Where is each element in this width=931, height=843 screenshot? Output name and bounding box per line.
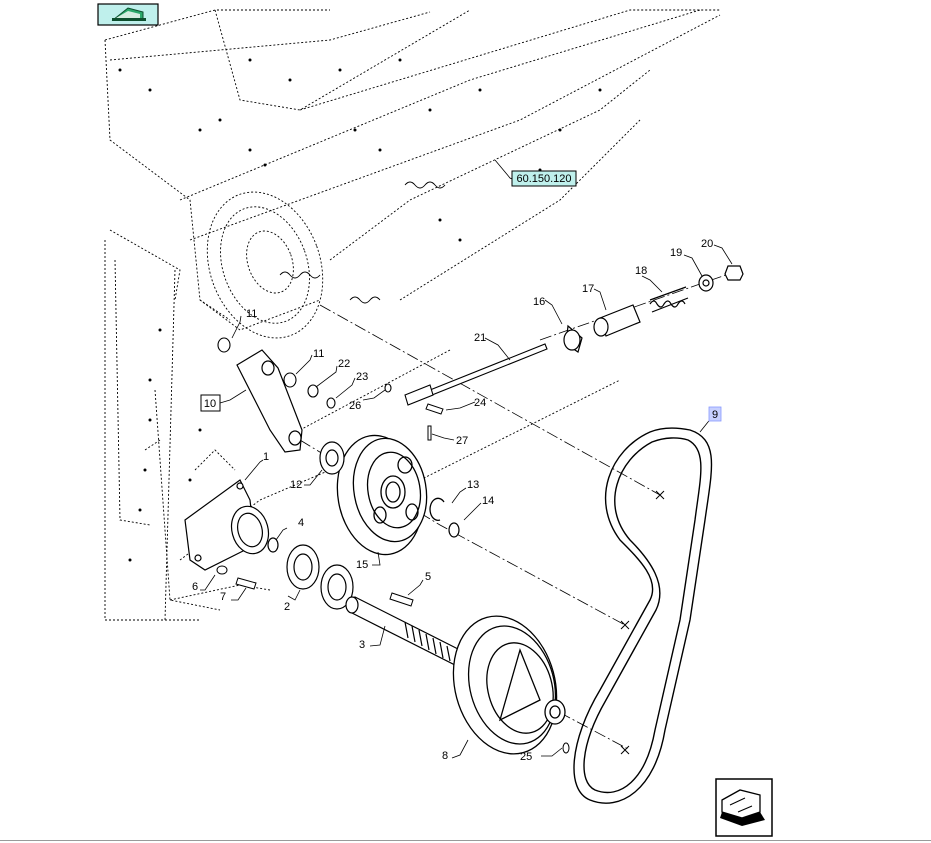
part-label-27: 27 [456, 435, 468, 447]
part-label-23: 23 [356, 371, 368, 383]
part-label-3: 3 [359, 639, 365, 651]
circlip-13 [429, 497, 445, 521]
part-label-22: 22 [338, 358, 350, 370]
bottom-divider [0, 840, 931, 841]
next-page-button[interactable] [715, 778, 773, 837]
pin-25 [562, 742, 570, 754]
washer-14 [448, 522, 460, 538]
bushing-11 [217, 337, 297, 388]
part-label-4: 4 [298, 517, 304, 529]
bolt-6 [216, 565, 228, 575]
reference-10[interactable]: 10 [200, 394, 221, 412]
part-label-25: 25 [520, 751, 532, 763]
part-label-11a: 11 [246, 308, 257, 320]
key-5 [389, 592, 414, 607]
frame-rivets [118, 58, 602, 562]
spring-assembly [563, 265, 744, 353]
part-label-17: 17 [582, 283, 594, 295]
next-page-icon [720, 789, 765, 826]
part-label-2: 2 [284, 601, 290, 613]
part-label-16: 16 [533, 296, 545, 308]
part-label-6: 6 [192, 581, 198, 593]
reference-10-label: 10 [204, 398, 216, 410]
part-label-18: 18 [635, 265, 647, 277]
highlighted-part-9[interactable]: 9 [708, 406, 722, 422]
bearing-12 [319, 441, 345, 475]
pin-7 [235, 577, 257, 590]
part-9-label: 9 [712, 409, 718, 421]
part-label-21: 21 [474, 332, 486, 344]
lower-pulley [452, 615, 566, 755]
part-label-24: 24 [474, 397, 486, 409]
upper-drive-pulley [206, 191, 324, 339]
upper-spring [279, 181, 446, 304]
rod-21 [404, 343, 548, 406]
bearing-pair [286, 544, 354, 610]
pin-24 [425, 403, 444, 415]
part-label-1: 1 [263, 451, 269, 463]
circlip-small [267, 537, 279, 553]
part-label-20: 20 [701, 238, 713, 250]
belt [573, 427, 713, 804]
part-label-15: 15 [356, 559, 368, 571]
part-label-14: 14 [482, 495, 494, 507]
axis-end-marks [620, 490, 665, 755]
part-label-12: 12 [290, 479, 302, 491]
part-label-5: 5 [425, 571, 431, 583]
small-rings [307, 383, 392, 409]
pin-27 [427, 425, 432, 441]
previous-page-button[interactable] [97, 3, 159, 26]
part-label-26: 26 [349, 400, 361, 412]
reference-60150120[interactable]: 60.150.120 [511, 170, 577, 187]
previous-page-icon [111, 7, 146, 21]
part-label-13: 13 [467, 479, 479, 491]
tension-arm [236, 349, 303, 453]
bearing-housing [184, 479, 270, 571]
idler-pulley [336, 434, 428, 556]
part-label-19: 19 [670, 247, 682, 259]
part-label-8: 8 [442, 750, 448, 762]
part-labels: 1 2 3 4 5 6 7 8 11 11 12 13 14 15 16 17 … [192, 238, 713, 763]
part-label-11b: 11 [313, 348, 324, 360]
reference-60150120-label: 60.150.120 [516, 173, 571, 185]
splined-shaft [345, 596, 461, 666]
part-label-7: 7 [220, 591, 226, 603]
